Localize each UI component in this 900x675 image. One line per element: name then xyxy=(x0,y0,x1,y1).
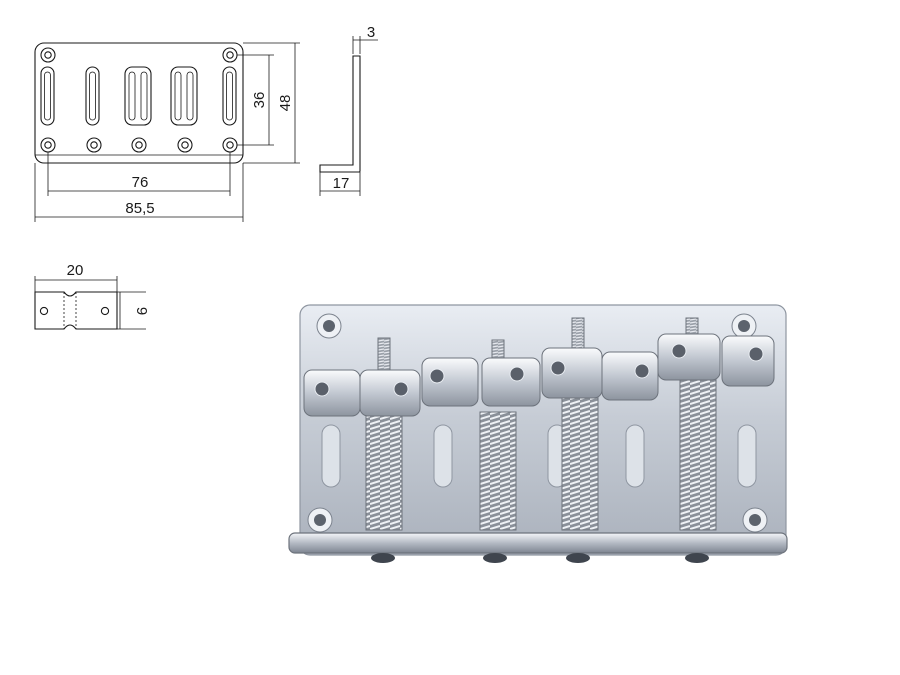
mount-hole-photo xyxy=(307,507,333,533)
plate-slot xyxy=(40,66,55,126)
mount-hole-photo xyxy=(316,313,342,339)
plate-slot-inner xyxy=(226,71,233,121)
dimension-label-36: 36 xyxy=(251,92,268,109)
bridge-saddle-3 xyxy=(541,317,659,531)
plate-side-view: 3 17 xyxy=(319,24,378,196)
dimension-width-outer: 85,5 xyxy=(34,163,244,222)
mount-hole-photo xyxy=(742,507,768,533)
plate-slot-inner xyxy=(140,71,148,121)
saddle-view: 20 9 xyxy=(34,262,150,330)
string-hole xyxy=(222,137,238,153)
plate-outline xyxy=(34,42,244,164)
mount-hole xyxy=(222,47,238,63)
intonation-spring xyxy=(561,394,599,531)
saddle-block xyxy=(421,357,479,407)
dimension-height-outer: 48 xyxy=(243,42,300,164)
plate-slots xyxy=(40,66,237,126)
intonation-spring xyxy=(479,411,517,531)
intonation-spring xyxy=(365,411,403,531)
mount-hole-photo xyxy=(731,313,757,339)
string-anchor-bar xyxy=(288,532,788,554)
saddle-block xyxy=(721,335,775,387)
string-hole xyxy=(131,137,147,153)
plate-slot xyxy=(124,66,152,126)
height-screw xyxy=(571,317,585,353)
plate-profile xyxy=(319,55,361,173)
dimension-height-holes: 36 xyxy=(237,54,274,146)
saddle-block xyxy=(359,369,421,417)
bridge-saddle-2 xyxy=(421,339,541,531)
dimension-label-9: 9 xyxy=(133,307,150,315)
intonation-spring xyxy=(679,377,717,531)
saddle-block xyxy=(303,369,361,417)
string-hole xyxy=(40,137,56,153)
dimension-label-48: 48 xyxy=(277,95,294,112)
plate-slot-inner xyxy=(186,71,194,121)
bridge-saddle-4 xyxy=(657,317,775,531)
dimension-label-20: 20 xyxy=(67,262,84,279)
dimension-label-17: 17 xyxy=(333,175,350,192)
saddle-block xyxy=(601,351,659,401)
bridge-mount-holes xyxy=(307,313,768,533)
bridge-saddle-1 xyxy=(303,337,421,531)
string-anchor-holes xyxy=(371,553,709,563)
string-hole xyxy=(177,137,193,153)
saddle-screw-hole xyxy=(39,306,49,316)
bridge-photo xyxy=(288,304,788,563)
plate-slot-inner xyxy=(89,71,96,121)
dimension-width-holes: 76 xyxy=(47,152,231,196)
mount-hole xyxy=(40,47,56,63)
plate-slot xyxy=(85,66,100,126)
plate-top-view: 76 85,5 36 48 xyxy=(34,42,300,222)
saddle-block xyxy=(481,357,541,407)
plate-slot-inner xyxy=(174,71,182,121)
plate-slot xyxy=(222,66,237,126)
plate-slot-inner xyxy=(44,71,51,121)
plate-slot-inner xyxy=(128,71,136,121)
dimension-label-85-5: 85,5 xyxy=(125,200,154,217)
saddle-screw-hole xyxy=(100,306,110,316)
plate-holes xyxy=(40,47,238,153)
dimension-label-76: 76 xyxy=(132,174,149,191)
saddle-block xyxy=(657,333,721,381)
saddle-block xyxy=(541,347,603,399)
plate-slot xyxy=(170,66,198,126)
dimension-label-3: 3 xyxy=(367,24,375,41)
string-hole xyxy=(86,137,102,153)
